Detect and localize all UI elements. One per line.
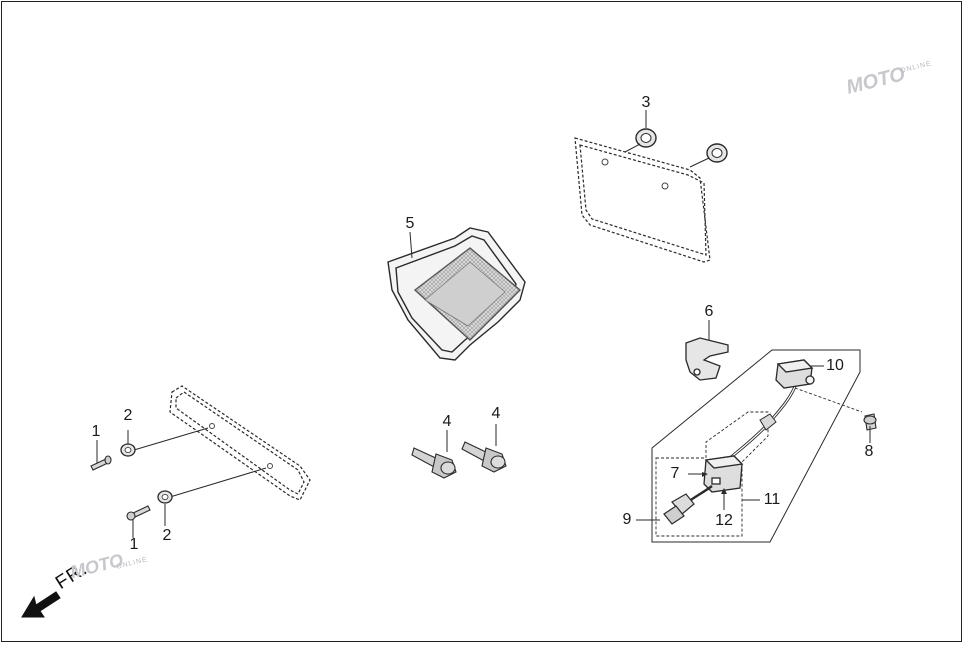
callout-4b: 4 — [491, 405, 501, 422]
callout-4a: 4 — [442, 413, 452, 430]
callout-11: 11 — [763, 491, 781, 508]
inline-connector — [759, 413, 777, 431]
callout-2a: 2 — [123, 407, 133, 424]
callout-12: 12 — [715, 512, 733, 529]
harness-group-dashed — [655, 411, 769, 537]
callout-1a: 1 — [91, 423, 101, 440]
screw-part-1b — [126, 505, 151, 521]
callout-7: 7 — [670, 465, 680, 482]
callout-5: 5 — [405, 215, 415, 232]
bolt-part-4b — [461, 441, 507, 473]
front-direction-arrow — [21, 591, 61, 618]
socket-part-7 — [703, 455, 744, 493]
washer-part-2a — [120, 443, 136, 457]
callout-1b: 1 — [129, 536, 139, 553]
reflector-bracket-outline — [169, 385, 311, 501]
screw-part-1a — [90, 455, 112, 471]
wiring-assembly-frame — [651, 349, 861, 543]
license-plate-outline — [574, 137, 711, 263]
callout-8: 8 — [864, 443, 874, 460]
bracket-part-6 — [685, 337, 729, 381]
screw-part-8 — [863, 413, 877, 431]
grommet-part-3b — [706, 143, 728, 163]
plug-part-9 — [663, 493, 695, 525]
connector-part-10 — [775, 359, 815, 389]
callout-2b: 2 — [162, 527, 172, 544]
callout-9: 9 — [622, 511, 632, 528]
callout-6: 6 — [704, 303, 714, 320]
washer-part-2b — [157, 490, 173, 504]
tail-light-part-5 — [387, 227, 526, 361]
bolt-part-4a — [411, 447, 457, 479]
callout-10: 10 — [826, 357, 844, 374]
callout-3: 3 — [641, 94, 651, 111]
grommet-part-3a — [635, 128, 657, 148]
